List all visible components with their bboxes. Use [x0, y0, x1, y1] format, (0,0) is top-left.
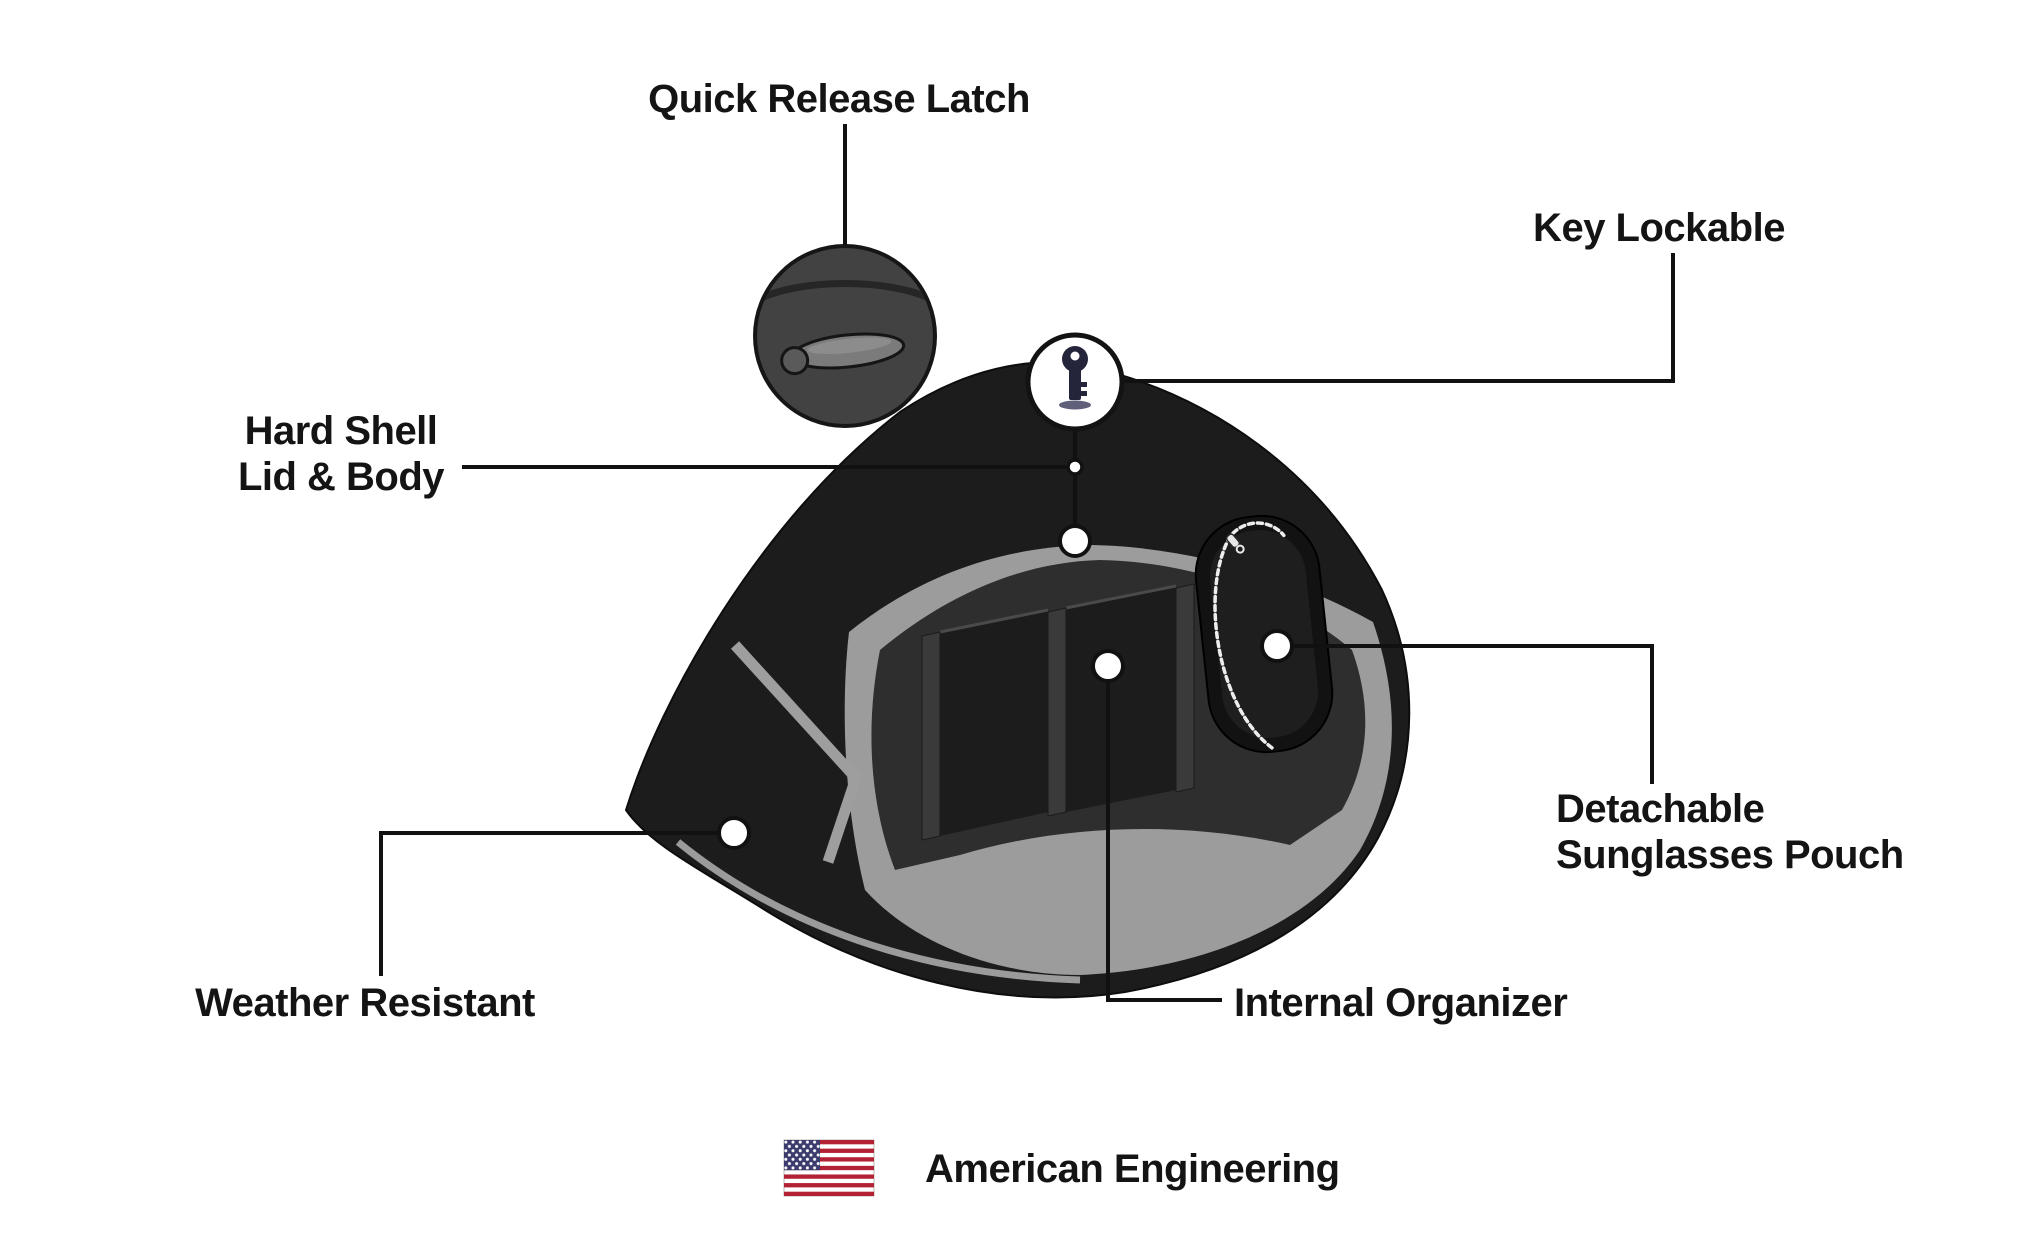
latch-detail-icon	[753, 244, 937, 428]
sunglasses-pouch-label: Detachable Sunglasses Pouch	[1556, 786, 1904, 878]
pocket-edge	[939, 608, 1049, 634]
hard-shell-label: Hard Shell Lid & Body	[237, 408, 445, 500]
pouch-face	[1209, 530, 1319, 738]
american-engineering-label: American Engineering	[925, 1147, 1340, 1191]
bottom-rim-trim	[675, 839, 1081, 984]
weather-resistant-label: Weather Resistant	[195, 981, 535, 1025]
key-lockable-label: Key Lockable	[1533, 206, 1785, 250]
callout-anchors	[717, 458, 1294, 850]
key-icon	[1025, 332, 1125, 432]
hard-shell-anchor	[1058, 524, 1092, 558]
flag-stripes	[784, 1140, 874, 1196]
hard-shell-label-line1: Hard Shell	[244, 409, 438, 453]
lid-seam-line	[757, 280, 933, 304]
organizer-divider	[921, 631, 941, 841]
pocket-edge	[1065, 584, 1177, 610]
organizer-pocket	[940, 610, 1048, 836]
quick-release-latch-label: Quick Release Latch	[648, 77, 1030, 121]
key-lockable-line	[1124, 253, 1675, 383]
us-flag-icon	[783, 1139, 875, 1197]
internal-organizer-anchor	[1091, 649, 1125, 683]
quick-release-latch-lever	[780, 332, 906, 376]
zipper-pull-icon	[1225, 533, 1245, 554]
weather-resistant-line	[379, 831, 718, 976]
organizer-divider	[1047, 607, 1067, 817]
weather-resistant-anchor	[717, 816, 751, 850]
hard-shell-anchor-dot	[1066, 458, 1084, 476]
internal-organizer	[921, 583, 1195, 841]
sunglasses-pouch-label-line1: Detachable	[1556, 787, 1765, 831]
organizer-pocket	[1066, 586, 1176, 812]
flag-stars	[784, 1140, 820, 1171]
hard-shell-label-line2: Lid & Body	[237, 455, 445, 499]
internal-organizer-label: Internal Organizer	[1234, 981, 1568, 1025]
latch-inset-border	[753, 244, 937, 428]
saddlebag-illustration	[624, 361, 1411, 999]
sunglasses-pouch	[1194, 514, 1334, 754]
organizer-divider	[1175, 583, 1195, 793]
callout-lines	[379, 124, 1675, 1002]
pouch-zipper	[1213, 521, 1286, 750]
sunglasses-pouch-anchor	[1260, 629, 1294, 663]
internal-organizer-line	[1106, 682, 1222, 1002]
sunglasses-pouch-label-line2: Sunglasses Pouch	[1556, 833, 1904, 877]
lid-seam-trim	[730, 641, 863, 864]
sunglasses-pouch-line	[1292, 644, 1654, 784]
